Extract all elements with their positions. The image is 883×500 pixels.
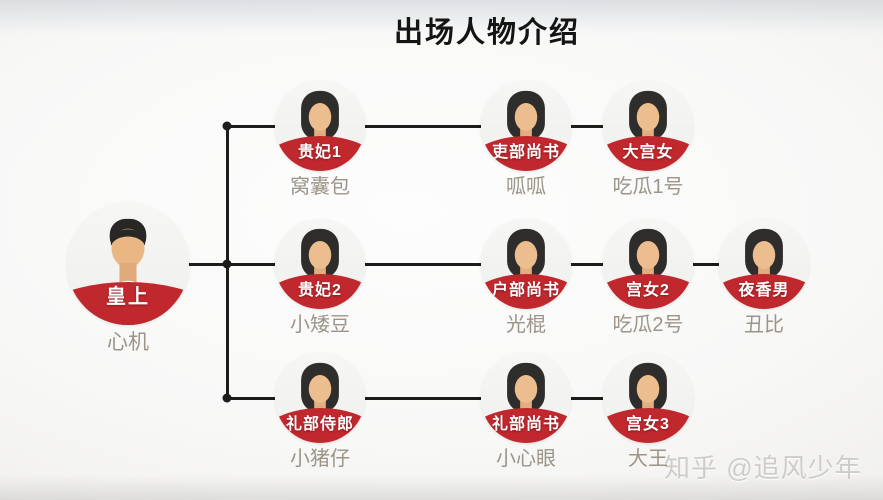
role-label: 宫女2 xyxy=(626,281,670,299)
connector-hline xyxy=(571,396,603,400)
role-label: 礼部尚书 xyxy=(491,415,560,433)
role-label: 皇上 xyxy=(106,286,150,309)
role-banner: 礼部侍郎 xyxy=(275,407,365,443)
connector-hline xyxy=(365,124,481,128)
avatar-emperor: 皇上 xyxy=(67,203,189,325)
role-label: 吏部尚书 xyxy=(491,143,560,161)
person-name: 呱呱 xyxy=(506,176,546,198)
avatar: 大宫女 xyxy=(603,81,693,171)
person-name: 大王 xyxy=(628,448,668,470)
role-label: 大宫女 xyxy=(622,143,674,161)
role-banner: 礼部尚书 xyxy=(481,407,571,443)
connector-hline xyxy=(571,262,603,266)
avatar: 户部尚书 xyxy=(481,219,571,309)
person-name: 窝囊包 xyxy=(290,176,350,198)
role-banner: 皇上 xyxy=(67,282,189,325)
connector-hline xyxy=(227,396,275,400)
role-label: 贵妃2 xyxy=(298,281,342,299)
connector-hline xyxy=(365,262,481,266)
person-name: 吃瓜2号 xyxy=(612,314,684,336)
connector-hline xyxy=(227,124,275,128)
role-banner: 宫女3 xyxy=(603,407,693,443)
person-name: 心机 xyxy=(107,331,149,354)
role-banner: 大宫女 xyxy=(603,135,693,171)
avatar: 宫女2 xyxy=(603,219,693,309)
role-label: 夜香男 xyxy=(738,281,790,299)
role-banner: 夜香男 xyxy=(719,273,809,309)
page-title: 出场人物介绍 xyxy=(393,17,581,49)
connector-hline xyxy=(186,262,227,266)
role-banner: 户部尚书 xyxy=(481,273,571,309)
avatar: 宫女3 xyxy=(603,353,693,443)
junction-dot xyxy=(222,121,232,131)
avatar: 贵妃1 xyxy=(275,81,365,171)
role-banner: 贵妃2 xyxy=(275,273,365,309)
role-banner: 吏部尚书 xyxy=(481,135,571,171)
avatar: 夜香男 xyxy=(719,219,809,309)
role-label: 宫女3 xyxy=(626,415,670,433)
connector-hline xyxy=(365,396,481,400)
junction-dot xyxy=(222,259,232,269)
watermark: 知乎 @追风少年 xyxy=(664,448,862,485)
connector-hline xyxy=(693,262,719,266)
person-name: 小矮豆 xyxy=(290,314,350,336)
role-banner: 宫女2 xyxy=(603,273,693,309)
person-name: 小心眼 xyxy=(496,448,556,470)
role-banner: 贵妃1 xyxy=(275,135,365,171)
role-label: 户部尚书 xyxy=(491,281,560,299)
avatar: 贵妃2 xyxy=(275,219,365,309)
connector-hline xyxy=(571,124,603,128)
junction-dot xyxy=(222,393,232,403)
avatar: 礼部侍郎 xyxy=(275,353,365,443)
watermark-handle: @追风少年 xyxy=(726,453,862,483)
watermark-site: 知乎 xyxy=(664,453,719,483)
role-label: 贵妃1 xyxy=(298,143,342,161)
avatar: 礼部尚书 xyxy=(481,353,571,443)
person-name: 丑比 xyxy=(744,314,784,336)
avatar: 吏部尚书 xyxy=(481,81,571,171)
person-name: 光棍 xyxy=(506,314,546,336)
role-label: 礼部侍郎 xyxy=(285,415,354,433)
person-name: 吃瓜1号 xyxy=(612,176,684,198)
connector-hline xyxy=(227,262,275,266)
person-name: 小猪仔 xyxy=(290,448,350,470)
